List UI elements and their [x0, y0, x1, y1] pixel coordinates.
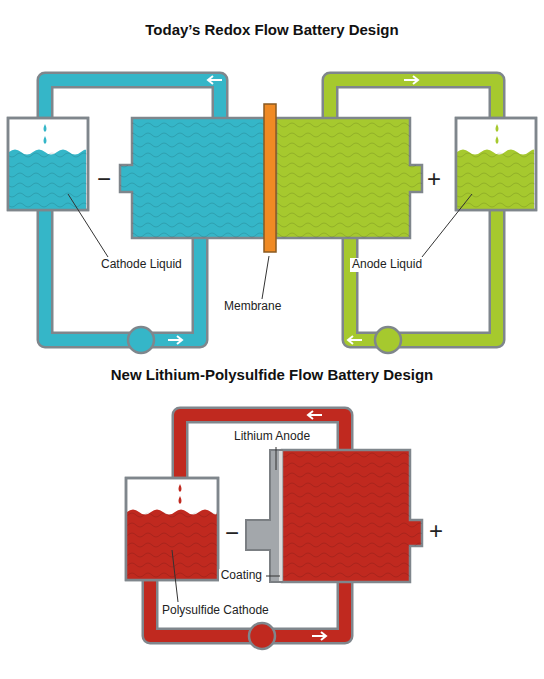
terminal-sign: + — [425, 165, 443, 193]
diagram-title: Today’s Redox Flow Battery Design — [143, 21, 400, 38]
callout-label: Polysulfide Cathode — [160, 604, 271, 618]
coating — [279, 451, 283, 581]
terminal-sign: − — [223, 519, 241, 547]
pipes — [45, 80, 497, 636]
callout-label: Anode Liquid — [350, 258, 424, 272]
callout-label: Coating — [219, 569, 264, 583]
leader-lines — [68, 194, 472, 602]
lithium-anode — [246, 450, 282, 582]
cells — [120, 104, 422, 582]
terminal-sign: + — [427, 517, 445, 545]
callout-label: Membrane — [222, 300, 283, 314]
callout-label: Cathode Liquid — [99, 258, 184, 272]
section-heading: New Lithium-Polysulfide Flow Battery Des… — [109, 366, 436, 383]
terminal-sign: − — [95, 165, 113, 193]
membrane — [264, 104, 276, 252]
callout-label: Lithium Anode — [232, 430, 312, 444]
